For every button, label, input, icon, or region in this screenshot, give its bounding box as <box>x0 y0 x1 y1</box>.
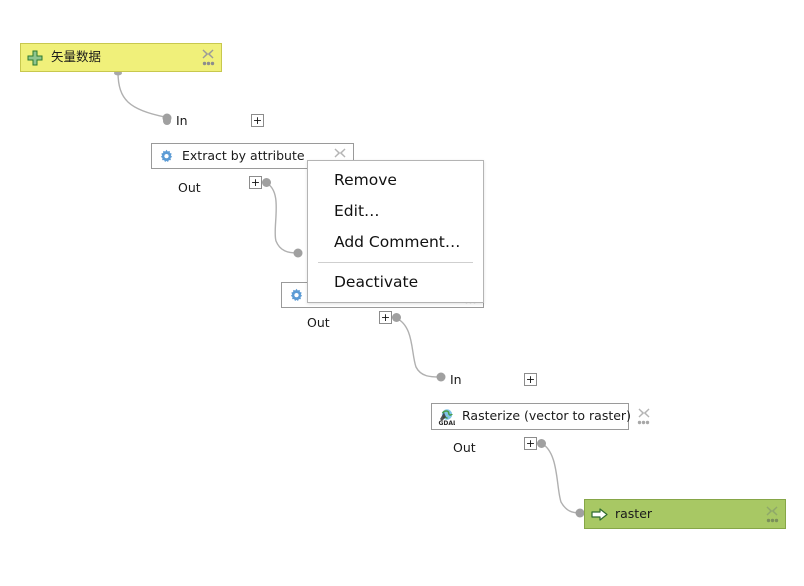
port-row-reproject-out[interactable]: Out <box>307 315 330 331</box>
dots-icon[interactable] <box>202 61 215 66</box>
node-rasterize-vector-to-raster[interactable]: GDAL Rasterize (vector to raster) <box>431 403 650 430</box>
port-dot[interactable] <box>163 117 171 125</box>
port-row-rasterize-in[interactable]: In <box>437 372 462 388</box>
link-reproject-to-rasterize <box>395 317 441 378</box>
menu-item-edit[interactable]: Edit… <box>334 202 380 220</box>
port-label: Out <box>307 314 330 330</box>
collapse-icon[interactable] <box>766 506 778 517</box>
gear-icon <box>287 286 305 304</box>
node-vector-input[interactable]: 矢量数据 <box>20 43 222 72</box>
link-rasterize-to-raster <box>540 442 581 514</box>
port-label: Out <box>178 179 201 195</box>
node-corner-controls[interactable] <box>637 406 651 428</box>
collapse-icon[interactable] <box>638 408 650 419</box>
node-label: 矢量数据 <box>51 49 102 65</box>
gear-icon <box>157 147 175 165</box>
node-corner-controls[interactable] <box>201 47 215 69</box>
collapse-icon[interactable] <box>334 148 346 159</box>
port-plus-extract-in[interactable]: + <box>251 114 264 127</box>
node-extract-by-attribute[interactable]: Extract by attribute <box>151 143 354 169</box>
link-vector-to-extract <box>117 71 166 118</box>
link-extract-to-reproject <box>265 182 298 254</box>
port-label: In <box>176 112 188 128</box>
port-label: Out <box>453 439 476 455</box>
port-plus-rasterize-out[interactable]: + <box>524 437 537 450</box>
svg-text:GDAL: GDAL <box>439 420 456 426</box>
port-row-extract-in[interactable]: In <box>163 113 188 129</box>
gdal-icon: GDAL <box>437 408 455 426</box>
menu-separator <box>318 262 473 263</box>
node-label: raster <box>615 505 653 521</box>
node-label: Rasterize (vector to raster) <box>462 408 631 424</box>
green-plus-icon <box>26 49 44 67</box>
node-raster-output[interactable]: raster <box>584 499 786 529</box>
menu-item-remove[interactable]: Remove <box>334 171 397 189</box>
port-plus-rasterize-in[interactable]: + <box>524 373 537 386</box>
menu-item-add-comment[interactable]: Add Comment… <box>334 233 461 251</box>
reproject-in-dot <box>293 248 303 258</box>
collapse-icon[interactable] <box>202 49 214 60</box>
port-plus-reproject-out[interactable]: + <box>379 311 392 324</box>
port-plus-extract-out[interactable]: + <box>249 176 262 189</box>
port-dot-extract-out[interactable] <box>262 178 271 187</box>
dots-icon[interactable] <box>637 420 650 425</box>
port-row-rasterize-out[interactable]: Out <box>453 440 476 456</box>
port-label: In <box>450 371 462 387</box>
port-dot-rasterize-out[interactable] <box>537 439 546 448</box>
arrow-right-icon <box>590 505 608 523</box>
port-row-extract-out[interactable]: Out <box>178 180 201 196</box>
context-menu[interactable]: Remove Edit… Add Comment… Deactivate <box>307 160 484 303</box>
dots-icon[interactable] <box>766 518 779 523</box>
menu-item-deactivate[interactable]: Deactivate <box>334 273 419 291</box>
node-label: Extract by attribute <box>182 147 305 163</box>
node-corner-controls[interactable] <box>765 503 779 525</box>
port-dot-reproject-out[interactable] <box>392 313 401 322</box>
